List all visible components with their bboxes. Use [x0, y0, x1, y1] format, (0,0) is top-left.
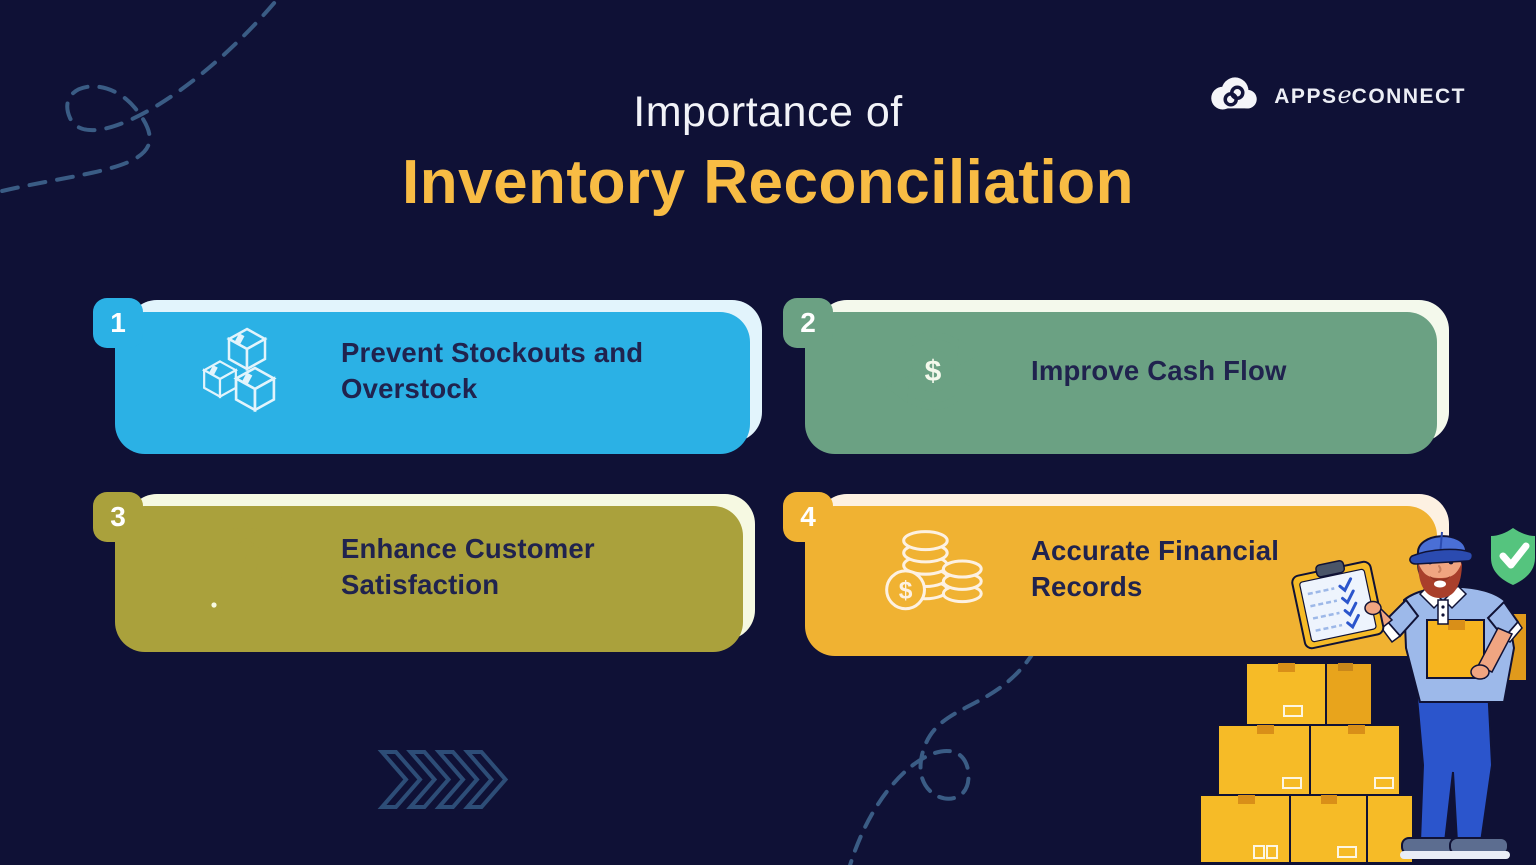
chevron-arrows-icon: [377, 750, 509, 809]
cardboard-box-stack: [1199, 662, 1414, 864]
page-title-line2: Inventory Reconciliation: [401, 148, 1135, 217]
brand-logo: APPSeCONNECT: [1203, 74, 1466, 116]
card-enhance-customer-satisfaction: 3 Enhanc: [93, 492, 755, 640]
card-number-badge: 3: [93, 492, 143, 542]
thumbs-up-stars-icon: [207, 519, 283, 612]
green-shield-check-icon: [1491, 528, 1535, 585]
card-label: Enhance Customer Satisfaction: [341, 533, 595, 600]
page-title: Importance of Inventory Reconciliation: [0, 88, 1536, 218]
svg-text:$: $: [899, 577, 913, 604]
card-improve-cash-flow: 2 $ Improve Cash Flow: [783, 298, 1449, 442]
card-prevent-stockouts: 1: [93, 298, 762, 442]
card-number-badge: 1: [93, 298, 143, 348]
card-label: Accurate Financial Records: [1031, 535, 1280, 602]
card-accurate-financial-records: 4 $ Accu: [783, 492, 1449, 644]
card-number-badge: 2: [783, 298, 833, 348]
brand-name: APPSeCONNECT: [1274, 81, 1466, 109]
cardboard-box: [1496, 614, 1526, 680]
svg-text:$: $: [925, 355, 942, 388]
brand-e: e: [1337, 81, 1352, 109]
card-number-badge: 4: [783, 492, 833, 542]
dashed-curve-bottom: [848, 648, 1037, 865]
stacked-boxes-icon: [201, 327, 277, 413]
page-title-line1: Importance of: [633, 88, 903, 136]
card-label: Prevent Stockouts and Overstock: [341, 337, 644, 404]
cash-flow-cycle-icon: $: [886, 332, 980, 410]
card-label: Improve Cash Flow: [1031, 355, 1287, 387]
cloud-link-icon: [1211, 77, 1257, 110]
coin-stacks-icon: $: [885, 530, 983, 611]
